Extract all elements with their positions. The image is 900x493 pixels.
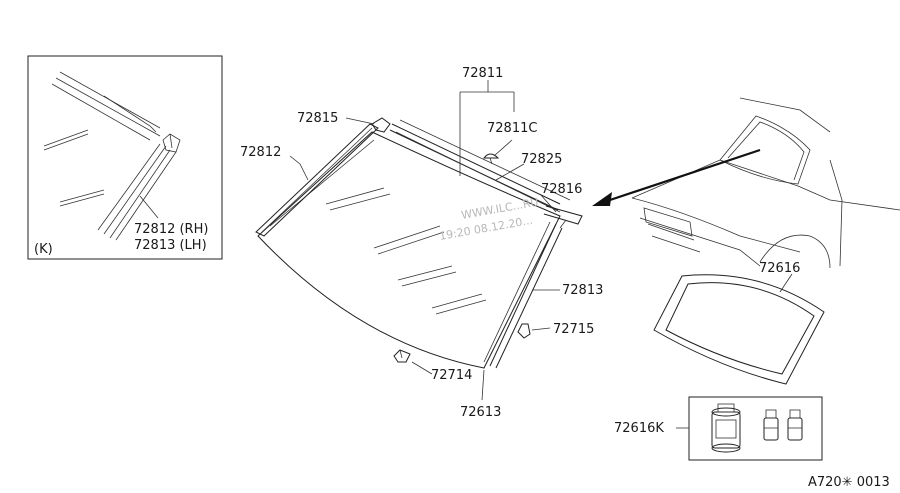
- sealant-kit-box: [676, 396, 823, 461]
- sealant-can-icon: [711, 403, 741, 453]
- car-front-sketch: [631, 97, 900, 269]
- watermark-line2: 19:20 08.12.20...: [438, 214, 533, 243]
- inset-part-rh: 72812 (RH): [134, 222, 208, 237]
- corner-piece-72815: [371, 117, 391, 133]
- inset-view-label: (K): [34, 242, 53, 257]
- callout-72813: 72813: [562, 283, 603, 298]
- callout-72825: 72825: [521, 152, 562, 167]
- callout-72616: 72616: [759, 261, 800, 276]
- callout-72714: 72714: [431, 368, 472, 383]
- inset-detail-k: 72812 (RH) 72813 (LH) (K): [27, 55, 223, 260]
- top-moulding: [389, 119, 583, 225]
- inset-frame: [27, 55, 223, 260]
- direction-arrow: [592, 148, 761, 206]
- callout-72811: 72811: [462, 66, 503, 81]
- callout-72616k: 72616K: [614, 421, 664, 436]
- side-moulding-lh: [255, 123, 379, 237]
- fastener-72811c: [482, 139, 513, 165]
- clip-72715: [517, 323, 531, 339]
- clip-72714: [393, 349, 411, 363]
- callout-72811c: 72811C: [487, 121, 537, 136]
- side-moulding-rh: [483, 219, 567, 369]
- inset-part-lh: 72813 (LH): [134, 238, 207, 253]
- primer-bottle-icon: [763, 409, 779, 441]
- callout-72812: 72812: [240, 145, 281, 160]
- callout-72613: 72613: [460, 405, 501, 420]
- callout-72715: 72715: [553, 322, 594, 337]
- windshield-gasket: [653, 273, 825, 385]
- leader-lines: [289, 80, 560, 401]
- diagram-code: A720✳ 0013: [808, 475, 890, 490]
- kit-frame: [688, 396, 823, 461]
- cleaner-bottle-icon: [787, 409, 803, 441]
- callout-72816: 72816: [541, 182, 582, 197]
- callout-72815: 72815: [297, 111, 338, 126]
- windshield-glass: [257, 131, 561, 369]
